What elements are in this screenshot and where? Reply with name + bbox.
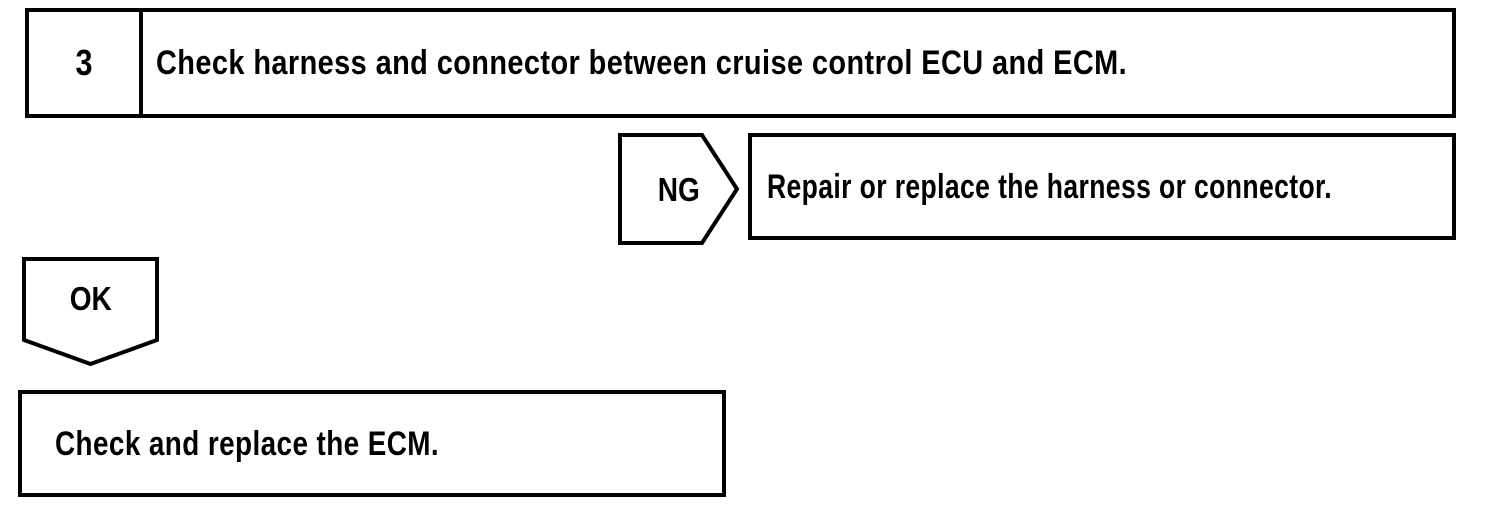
step-box: 3 Check harness and connector between cr…: [25, 8, 1456, 118]
ok-connector: OK: [21, 256, 160, 367]
ng-arrow-shape: [618, 133, 740, 245]
ok-action-box: Check and replace the ECM.: [18, 390, 726, 497]
step-number-cell: 3: [29, 12, 143, 114]
step-number: 3: [75, 42, 93, 83]
ok-label: OK: [69, 280, 112, 317]
ok-arrow-shape: [22, 257, 159, 367]
ng-action-text: Repair or replace the harness or connect…: [767, 167, 1333, 206]
ng-action-box: Repair or replace the harness or connect…: [748, 133, 1456, 240]
ng-label: NG: [657, 170, 701, 208]
step-instruction-cell: Check harness and connector between crui…: [143, 12, 1452, 114]
ng-connector: NG: [618, 133, 740, 245]
step-instruction: Check harness and connector between crui…: [156, 44, 1128, 82]
ok-action-text: Check and replace the ECM.: [55, 424, 440, 463]
